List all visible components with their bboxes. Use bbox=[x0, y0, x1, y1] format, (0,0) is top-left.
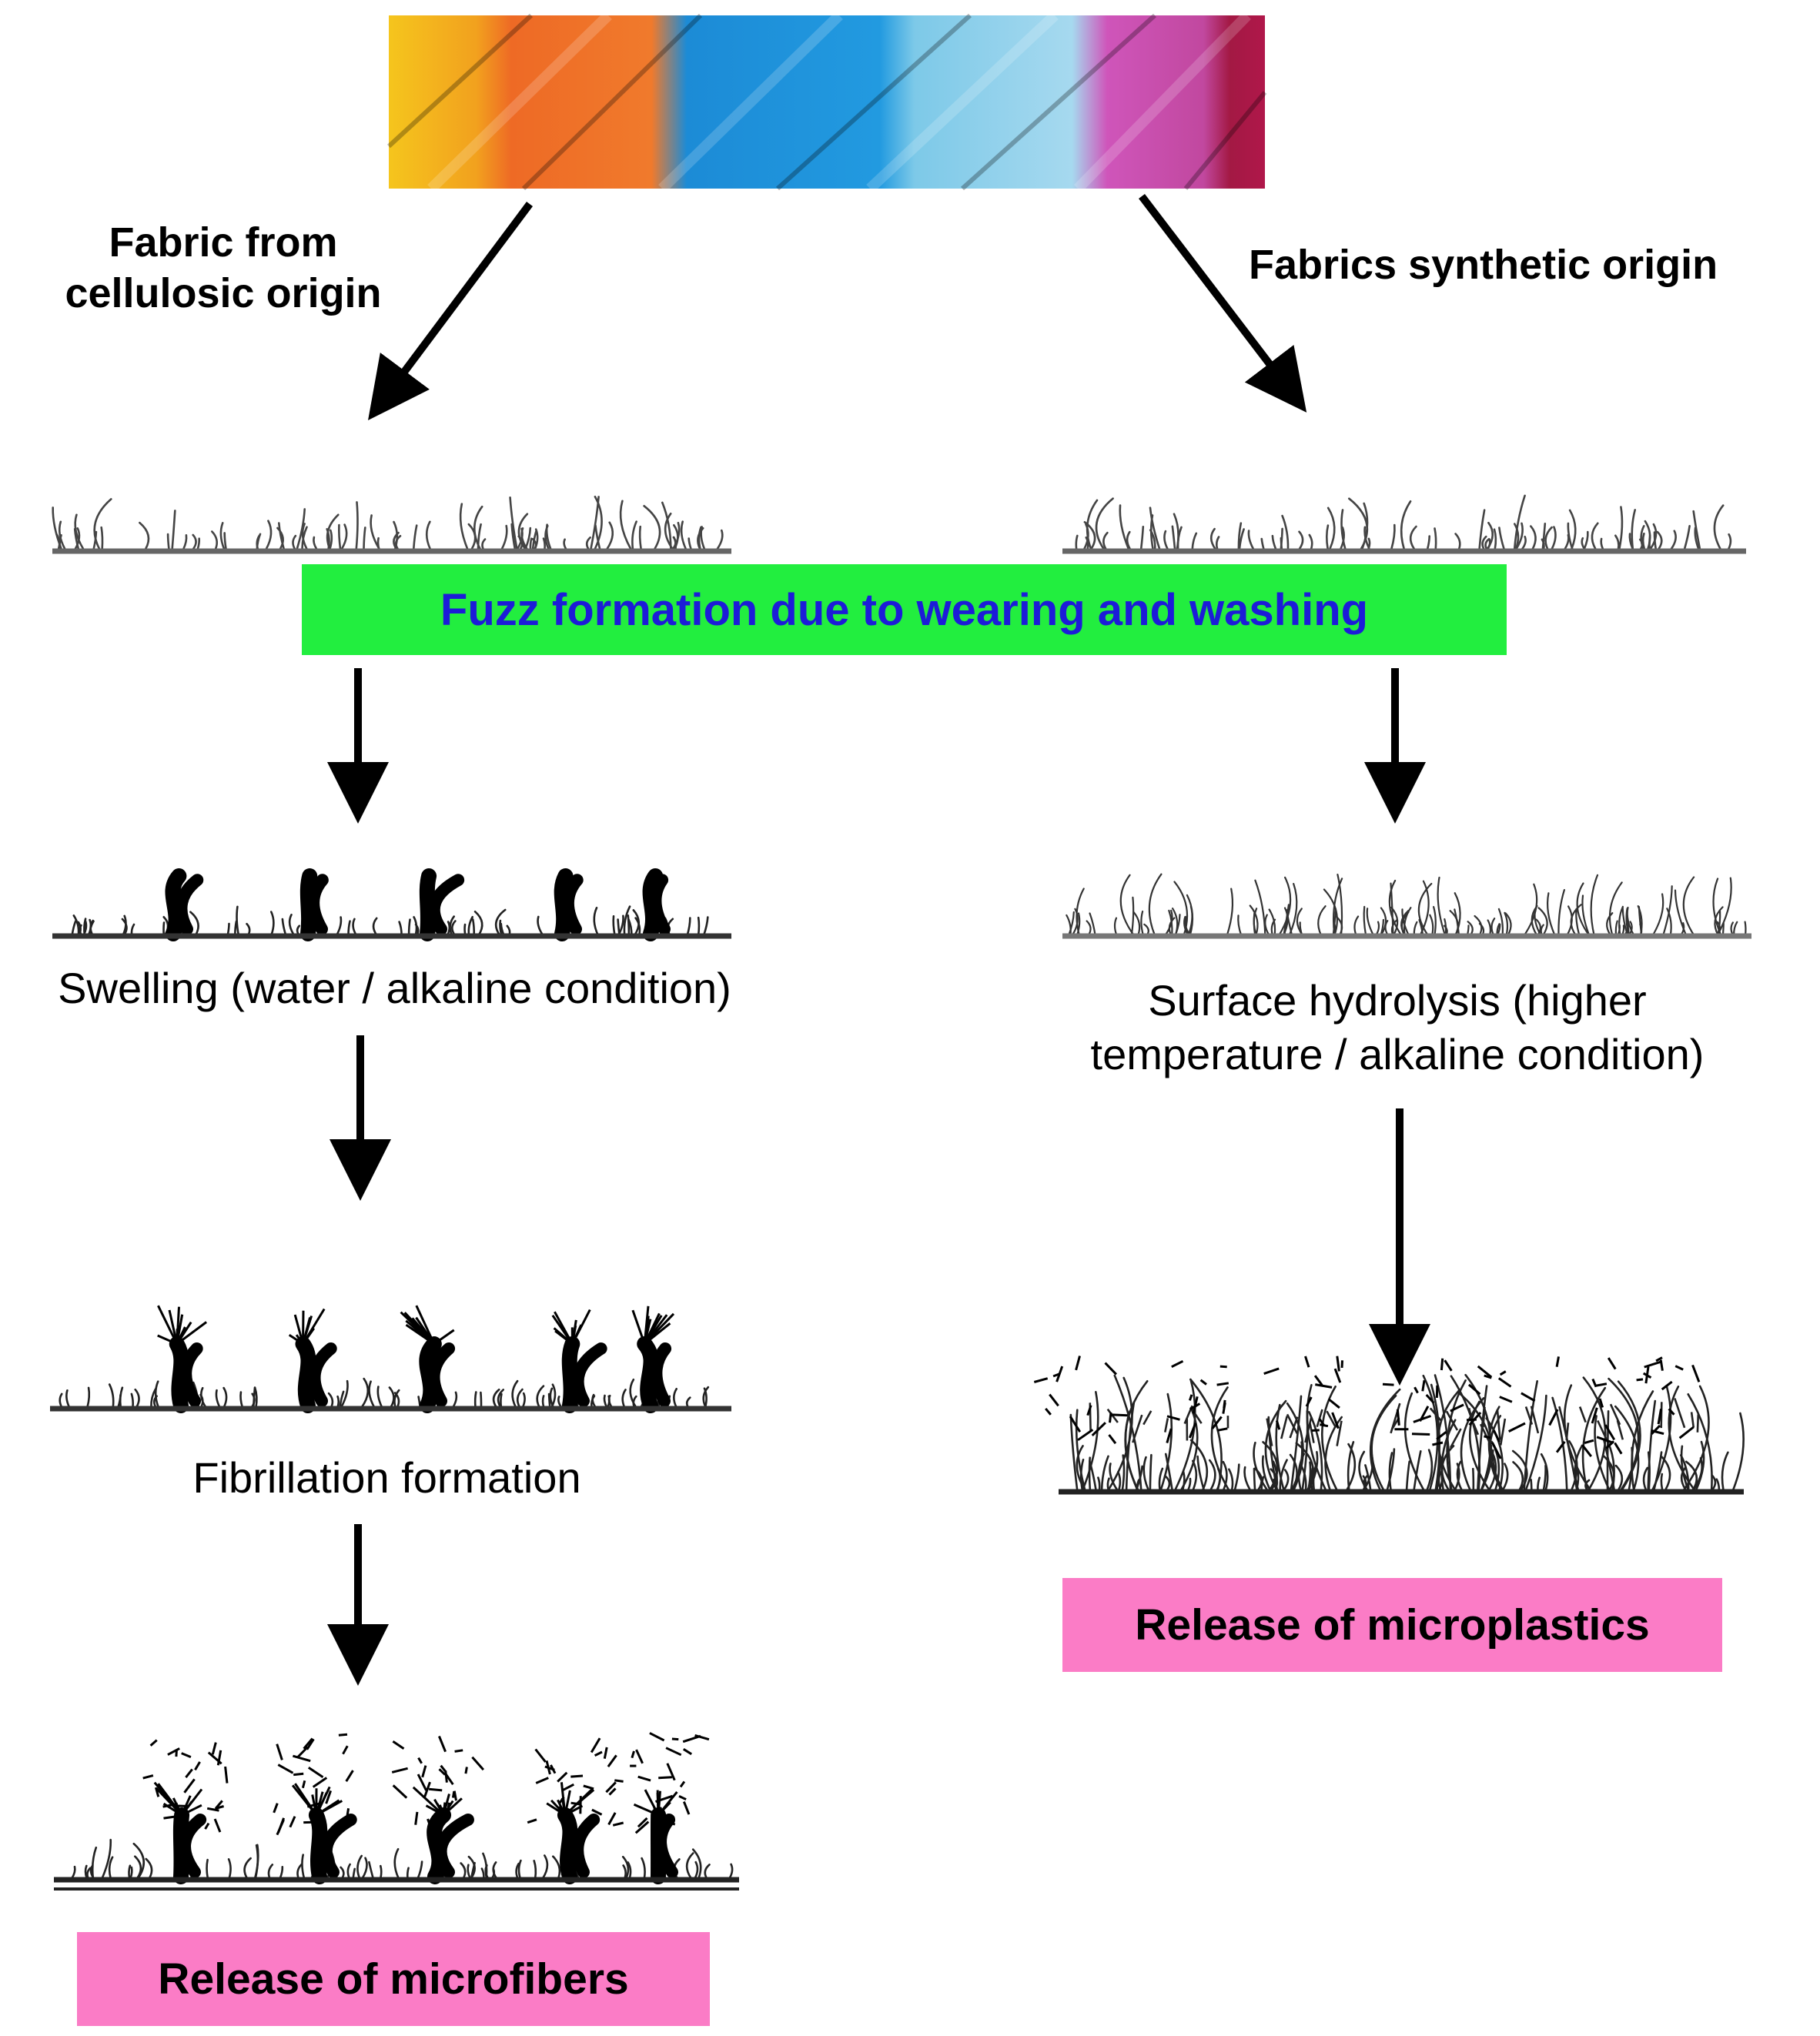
left-origin-label: Fabric from cellulosic origin bbox=[65, 219, 382, 316]
fabric-swatch-image bbox=[386, 11, 1267, 193]
arrow-right-diagonal bbox=[1139, 193, 1307, 413]
fiber-surface-illustration-swelling bbox=[52, 868, 731, 941]
release-microplastics-box: Release of microplastics bbox=[1062, 1578, 1722, 1672]
swelling-label: Swelling (water / alkaline condition) bbox=[58, 964, 731, 1012]
fiber-surface-illustration-hydrolysis bbox=[1062, 873, 1751, 939]
fiber-surface-illustration-microfibers bbox=[54, 1732, 739, 1891]
fuzz-formation-label: Fuzz formation due to wearing and washin… bbox=[440, 584, 1369, 635]
fiber-surface-illustration-fuzz-left bbox=[52, 496, 731, 554]
release-microfibers-box: Release of microfibers bbox=[77, 1932, 710, 2026]
right-origin-label: Fabrics synthetic origin bbox=[1249, 242, 1718, 288]
fiber-surface-illustration-fibrillation bbox=[50, 1305, 731, 1413]
arrow-left-diagonal bbox=[368, 202, 534, 421]
fiber-surface-illustration-fuzz-right bbox=[1062, 494, 1746, 554]
hydrolysis-label: Surface hydrolysis (higher temperature /… bbox=[1090, 976, 1705, 1078]
release-microfibers-label: Release of microfibers bbox=[158, 1954, 629, 2004]
fiber-surface-illustration-microplastics bbox=[1033, 1356, 1745, 1495]
fuzz-formation-box: Fuzz formation due to wearing and washin… bbox=[302, 564, 1507, 655]
release-microplastics-label: Release of microplastics bbox=[1135, 1600, 1650, 1650]
fibrillation-label: Fibrillation formation bbox=[192, 1453, 581, 1502]
